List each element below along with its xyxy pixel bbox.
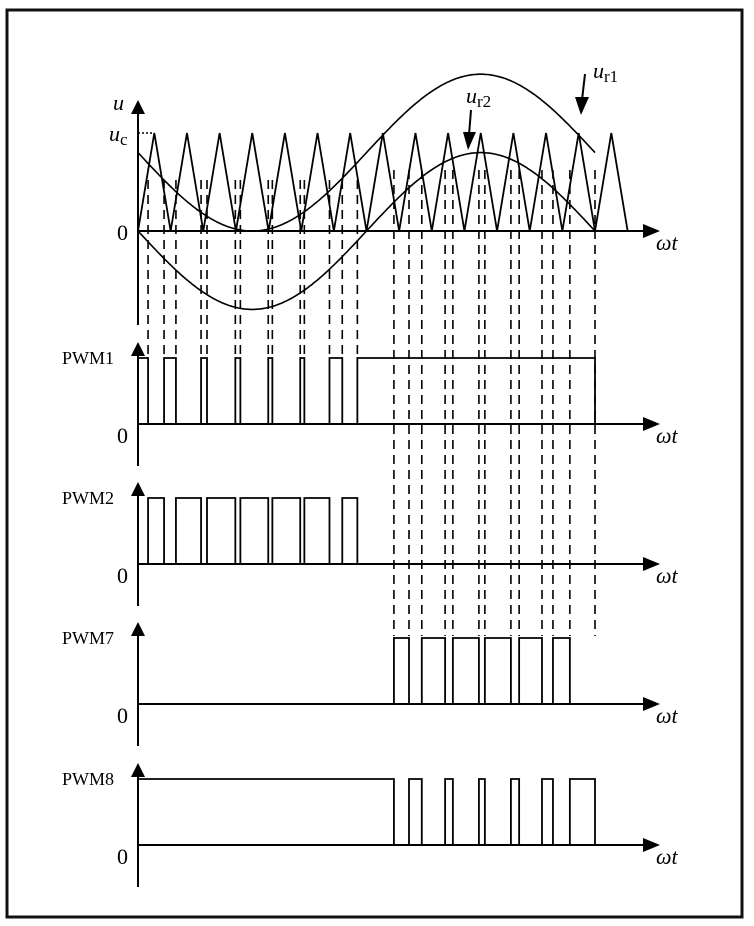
pwm-x-arrow-icon — [643, 557, 660, 571]
pwm-pulse — [393, 637, 410, 704]
pwm-x-axis-label: ωt — [656, 844, 679, 869]
pwm-x-arrow-icon — [643, 838, 660, 852]
pwm-pulse — [147, 497, 165, 564]
carrier-polyline — [137, 132, 629, 232]
pwm-y-arrow-icon — [131, 482, 145, 496]
pwm-zero-label: 0 — [117, 563, 128, 588]
top-x-arrow-icon — [643, 224, 660, 238]
pwm-pulse — [137, 357, 149, 424]
pwm-pulse — [408, 778, 423, 845]
pwm-pulse — [137, 778, 395, 845]
pwm-pulse — [552, 637, 571, 704]
pwm-pulse — [451, 637, 480, 704]
pwm-x-axis-label: ωt — [656, 423, 679, 448]
carrier-label-uc: uc — [109, 121, 128, 149]
top-plot: u uc 0 ωt ur2 ur1 — [109, 58, 679, 325]
pwm-pulse — [200, 357, 208, 424]
pwm-pulse — [541, 778, 554, 845]
pwm-pulse — [510, 778, 521, 845]
pwm-pulse — [267, 357, 274, 424]
pwm-row-label: PWM1 — [62, 348, 114, 368]
ur1-label-sub: r1 — [604, 67, 618, 86]
pwm-x-arrow-icon — [643, 417, 660, 431]
ur1-pointer-line — [581, 73, 586, 101]
pwm-x-arrow-icon — [643, 697, 660, 711]
pwm-row-pwm8: PWM8 0 ωt — [62, 763, 679, 887]
pwm-pulse — [163, 357, 177, 424]
pwm-pulse — [234, 357, 242, 424]
ur2-pointer-arrow-icon — [463, 132, 476, 150]
ur1-label: ur1 — [593, 58, 618, 86]
pwm-pulse — [299, 357, 306, 424]
ur2-pointer-line — [468, 109, 472, 136]
reference-curve-ur2 — [137, 151, 596, 311]
pwm-pulse — [568, 778, 596, 845]
pwm-zero-label: 0 — [117, 703, 128, 728]
pwm-row-pwm2: PWM2 0 ωt — [62, 482, 679, 606]
pwm-pulse — [271, 497, 302, 564]
pwm-pulse — [444, 778, 454, 845]
pwm-pulse — [483, 637, 512, 704]
pwm-pulse — [341, 497, 359, 564]
pwm-row-pwm1: PWM1 0 ωt — [62, 342, 679, 466]
carrier-label-sub: c — [120, 130, 128, 149]
ur1-label-main: u — [593, 58, 604, 83]
reference-curve-ur1 — [137, 73, 596, 232]
top-zero-label: 0 — [117, 220, 128, 245]
pwm-pulse — [328, 357, 344, 424]
carrier-label-main: u — [109, 121, 120, 146]
pwm-pulse — [206, 497, 237, 564]
pwm-y-arrow-icon — [131, 763, 145, 777]
pwm-pulse — [175, 497, 202, 564]
ur2-label-sub: r2 — [477, 92, 491, 111]
pwm-row-label: PWM8 — [62, 769, 114, 789]
frame-border — [5, 8, 744, 919]
pwm-x-axis-label: ωt — [656, 563, 679, 588]
pwm-pulse — [478, 778, 486, 845]
switching-instant-guides — [147, 170, 596, 636]
carrier-triangle-wave — [137, 132, 629, 232]
pwm-x-axis-label: ωt — [656, 703, 679, 728]
pwm-pulse — [420, 637, 447, 704]
pwm-y-arrow-icon — [131, 342, 145, 356]
pwm-pulse — [303, 497, 331, 564]
ur1-pointer-arrow-icon — [575, 97, 589, 115]
pwm-row-label: PWM7 — [62, 628, 114, 648]
pwm-pulse — [239, 497, 270, 564]
pwm-row-label: PWM2 — [62, 488, 114, 508]
top-x-axis-label: ωt — [656, 230, 679, 255]
pwm-zero-label: 0 — [117, 844, 128, 869]
pwm-row-pwm7: PWM7 0 ωt — [62, 622, 679, 746]
pwm-zero-label: 0 — [117, 423, 128, 448]
y-axis-label-u: u — [113, 90, 124, 115]
pwm-pulse — [518, 637, 543, 704]
ur2-label: ur2 — [466, 83, 491, 111]
ur2-label-main: u — [466, 83, 477, 108]
top-y-arrow-icon — [131, 100, 145, 114]
pwm-pulse — [356, 357, 596, 424]
pwm-y-arrow-icon — [131, 622, 145, 636]
